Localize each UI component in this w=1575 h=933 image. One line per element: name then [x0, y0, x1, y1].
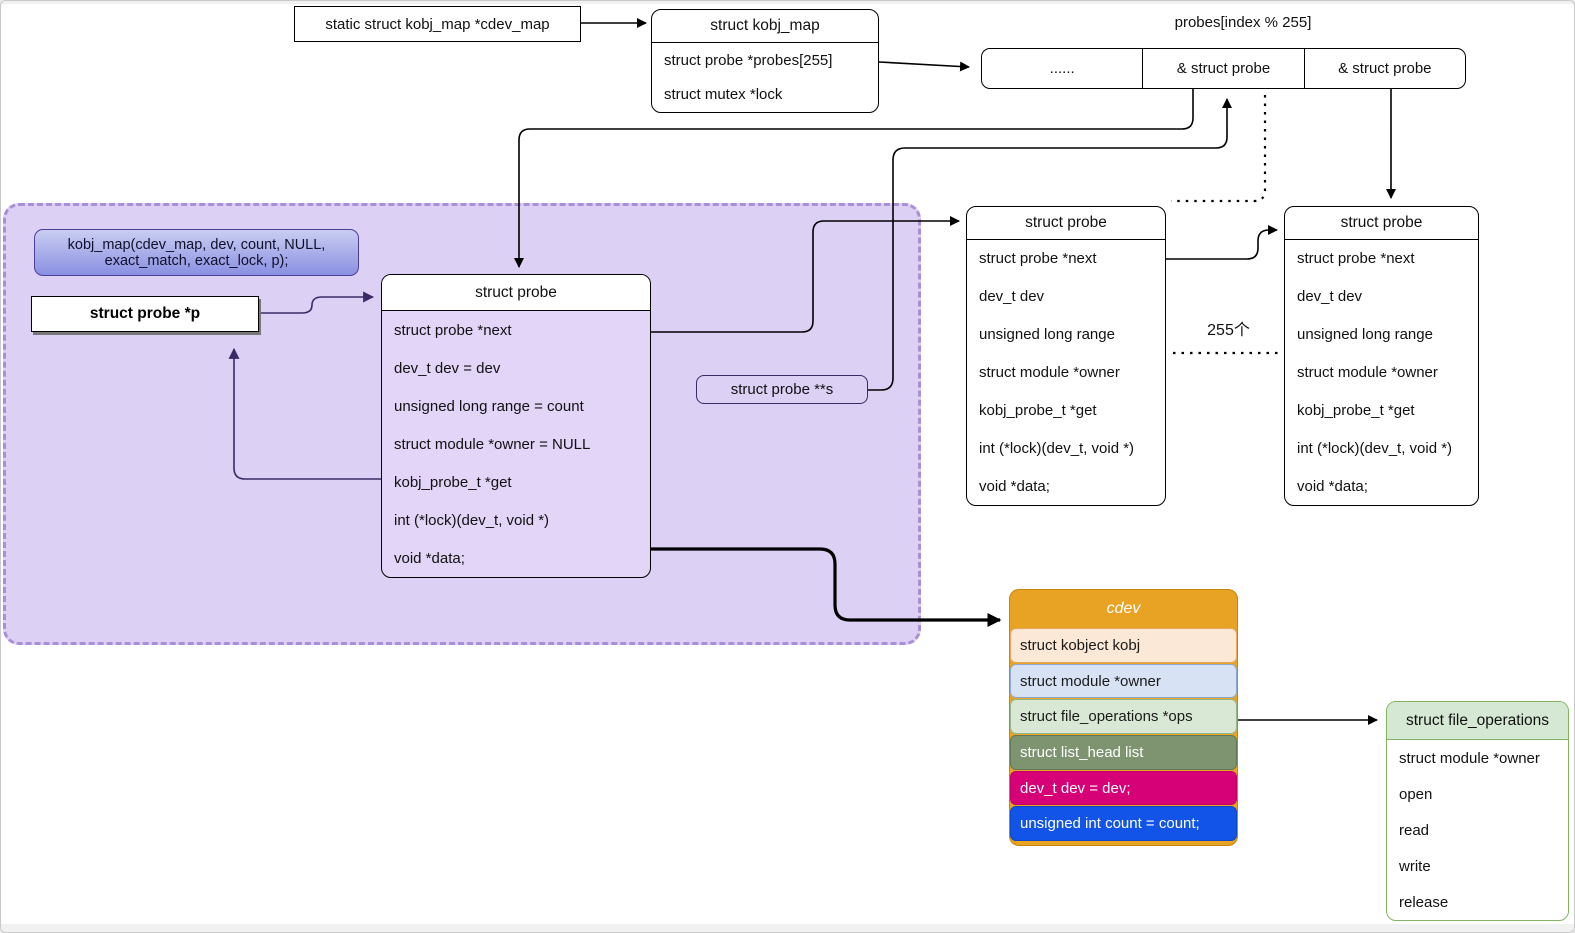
node-new-struct-probe[interactable]: struct probe struct probe *next dev_t dev… — [381, 274, 651, 578]
struct-field: struct probe *next — [394, 321, 512, 339]
new-probe-title: struct probe — [382, 275, 650, 311]
node-kobj-map-call[interactable]: kobj_map(cdev_map, dev, count, NULL, exa… — [34, 229, 359, 276]
struct-field: unsigned long range — [979, 326, 1115, 344]
struct-field: int (*lock)(dev_t, void *) — [1297, 439, 1453, 457]
cdev-field: struct module *owner — [1010, 663, 1237, 699]
node-probe-p-pointer[interactable]: struct probe *p — [31, 296, 259, 332]
struct-field: struct module *owner — [1399, 749, 1540, 767]
struct-field: void *data; — [979, 477, 1050, 495]
struct-field: kobj_probe_t *get — [979, 401, 1097, 419]
arrow-probe1-next-to-probe2 — [1166, 225, 1278, 260]
node-probe-s-pointer[interactable]: struct probe **s — [696, 375, 868, 404]
struct-field: unsigned long range — [1297, 326, 1433, 344]
struct-field: dev_t dev — [1297, 288, 1363, 306]
struct-field: dev_t dev = dev — [394, 359, 501, 377]
probe1-title: struct probe — [967, 207, 1165, 240]
probe2-title: struct probe — [1285, 207, 1478, 240]
array-cell[interactable]: & struct probe — [1338, 60, 1432, 77]
cdev-field: struct kobject kobj — [1010, 628, 1237, 663]
cdev-field: struct list_head list — [1010, 735, 1237, 770]
file-operations-title: struct file_operations — [1387, 702, 1568, 740]
node-struct-probe-1[interactable]: struct probe struct probe *next dev_t dev… — [966, 206, 1166, 506]
struct-field: int (*lock)(dev_t, void *) — [979, 439, 1135, 457]
struct-field: int (*lock)(dev_t, void *) — [394, 511, 550, 529]
struct-field: open — [1399, 785, 1433, 803]
probe2-fields: struct probe *next dev_t dev unsigned long… — [1285, 240, 1478, 505]
struct-field: read — [1399, 821, 1430, 839]
dotted-arrayslot-to-probe1 — [1171, 95, 1267, 203]
new-probe-fields: struct probe *next dev_t dev = dev unsigne… — [382, 311, 650, 577]
struct-field: struct mutex *lock — [664, 86, 783, 104]
file-operations-fields: struct module *owner open read write release — [1387, 740, 1568, 920]
array-cell[interactable]: ...... — [982, 49, 1144, 88]
probes-array-caption: probes[index % 255] — [1174, 14, 1312, 31]
struct-field: release — [1399, 893, 1449, 911]
struct-field: kobj_probe_t *get — [1297, 401, 1415, 419]
cdev-field: struct file_operations *ops — [1010, 699, 1237, 735]
cdev-field: unsigned int count = count; — [1010, 806, 1237, 842]
struct-field: write — [1399, 857, 1431, 875]
kobj-map-fields: struct probe *probes[255] struct mutex *l… — [652, 43, 878, 112]
struct-field: struct module *owner = NULL — [394, 435, 591, 453]
cdev-field: dev_t dev = dev; — [1010, 770, 1237, 806]
node-cdev-map-pointer[interactable]: static struct kobj_map *cdev_map — [294, 6, 581, 42]
node-probes-array[interactable]: ......& struct probe& struct probe — [981, 48, 1466, 89]
probe1-fields: struct probe *next dev_t dev unsigned long… — [967, 240, 1165, 505]
struct-field: struct probe *next — [979, 250, 1097, 268]
struct-field: unsigned long range = count — [394, 397, 584, 415]
probe-count-label: 255个 — [1207, 322, 1250, 339]
kobj-map-title: struct kobj_map — [652, 10, 878, 43]
window-bottom-edge — [1, 924, 1574, 932]
struct-field: void *data; — [1297, 477, 1368, 495]
struct-field: struct probe *next — [1297, 250, 1415, 268]
arrow-probesfield-to-array — [878, 61, 970, 72]
struct-field: struct module *owner — [979, 364, 1120, 381]
node-kobj-map[interactable]: struct kobj_map struct probe *probes[255… — [651, 9, 879, 113]
cdev-title: cdev — [1106, 600, 1141, 617]
struct-field: void *data; — [394, 549, 465, 567]
node-struct-probe-2[interactable]: struct probe struct probe *next dev_t dev… — [1284, 206, 1479, 506]
window-top-edge — [1, 1, 1574, 4]
struct-field: struct module *owner — [1297, 364, 1438, 381]
struct-field: kobj_probe_t *get — [394, 473, 512, 491]
array-cell[interactable]: & struct probe — [1143, 49, 1305, 88]
struct-field: struct probe *probes[255] — [664, 51, 833, 69]
struct-field: dev_t dev — [979, 288, 1045, 306]
node-file-operations[interactable]: struct file_operations struct module *ow… — [1386, 701, 1569, 921]
